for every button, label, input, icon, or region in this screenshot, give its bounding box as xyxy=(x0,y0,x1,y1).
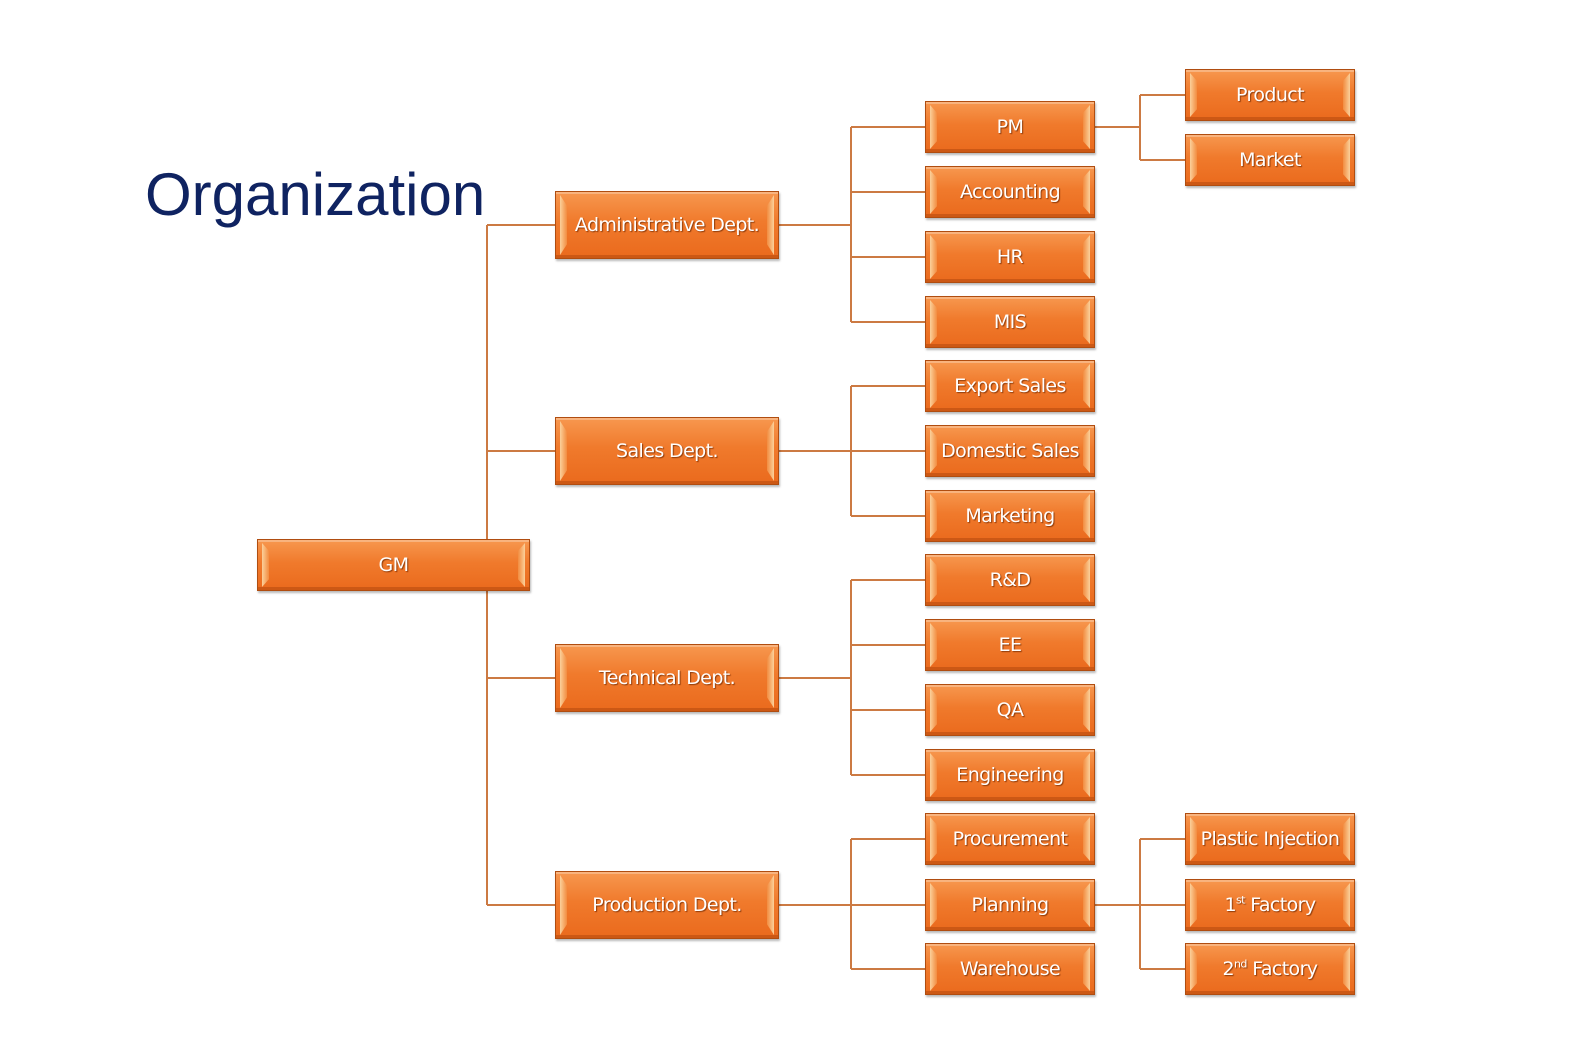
node-planning[interactable]: Planning xyxy=(925,879,1095,931)
node-plastic-injection[interactable]: Plastic Injection xyxy=(1185,813,1355,865)
node-production-dept-label: Production Dept. xyxy=(592,894,742,916)
factory1-word: Factory xyxy=(1244,894,1316,916)
node-procurement[interactable]: Procurement xyxy=(925,813,1095,865)
node-administrative-dept[interactable]: Administrative Dept. xyxy=(555,191,779,259)
node-product-label: Product xyxy=(1236,84,1305,106)
node-plastic-injection-label: Plastic Injection xyxy=(1200,828,1340,850)
node-export-sales[interactable]: Export Sales xyxy=(925,360,1095,412)
node-mis[interactable]: MIS xyxy=(925,296,1095,348)
node-warehouse-label: Warehouse xyxy=(959,958,1061,980)
node-engineering[interactable]: Engineering xyxy=(925,749,1095,801)
node-export-sales-label: Export Sales xyxy=(954,375,1066,397)
node-accounting[interactable]: Accounting xyxy=(925,166,1095,218)
node-production-dept[interactable]: Production Dept. xyxy=(555,871,779,939)
node-domestic-sales-label: Domestic Sales xyxy=(941,440,1079,462)
factory2-number: 2 xyxy=(1222,958,1235,980)
node-gm-label: GM xyxy=(378,554,410,576)
node-marketing-label: Marketing xyxy=(965,505,1055,527)
node-gm[interactable]: GM xyxy=(257,539,530,591)
node-1st-factory[interactable]: 1st Factory xyxy=(1185,879,1355,931)
node-market[interactable]: Market xyxy=(1185,134,1355,186)
node-product[interactable]: Product xyxy=(1185,69,1355,121)
node-warehouse[interactable]: Warehouse xyxy=(925,943,1095,995)
node-domestic-sales[interactable]: Domestic Sales xyxy=(925,425,1095,477)
node-hr-label: HR xyxy=(996,246,1024,268)
node-hr[interactable]: HR xyxy=(925,231,1095,283)
node-marketing[interactable]: Marketing xyxy=(925,490,1095,542)
node-ee-label: EE xyxy=(998,634,1022,656)
node-2nd-factory[interactable]: 2nd Factory xyxy=(1185,943,1355,995)
factory2-ordinal: nd xyxy=(1234,957,1247,971)
node-mis-label: MIS xyxy=(993,311,1027,333)
node-sales-dept[interactable]: Sales Dept. xyxy=(555,417,779,485)
factory1-ordinal: st xyxy=(1235,893,1245,907)
node-qa[interactable]: QA xyxy=(925,684,1095,736)
node-ee[interactable]: EE xyxy=(925,619,1095,671)
node-technical-dept-label: Technical Dept. xyxy=(598,667,736,689)
node-accounting-label: Accounting xyxy=(959,181,1061,203)
node-market-label: Market xyxy=(1239,149,1301,171)
node-2nd-factory-label: 2nd Factory xyxy=(1222,957,1319,980)
node-rnd-label: R&D xyxy=(989,569,1031,591)
node-technical-dept[interactable]: Technical Dept. xyxy=(555,644,779,712)
node-administrative-dept-label: Administrative Dept. xyxy=(574,214,760,236)
page-title: Organization xyxy=(145,161,486,228)
node-procurement-label: Procurement xyxy=(952,828,1068,850)
node-sales-dept-label: Sales Dept. xyxy=(616,440,718,462)
node-qa-label: QA xyxy=(996,699,1024,721)
node-engineering-label: Engineering xyxy=(956,764,1064,786)
node-rnd[interactable]: R&D xyxy=(925,554,1095,606)
node-1st-factory-label: 1st Factory xyxy=(1224,893,1316,916)
factory2-word: Factory xyxy=(1246,958,1318,980)
node-pm-label: PM xyxy=(996,116,1024,138)
node-planning-label: Planning xyxy=(971,894,1049,916)
node-pm[interactable]: PM xyxy=(925,101,1095,153)
factory1-number: 1 xyxy=(1224,894,1236,916)
